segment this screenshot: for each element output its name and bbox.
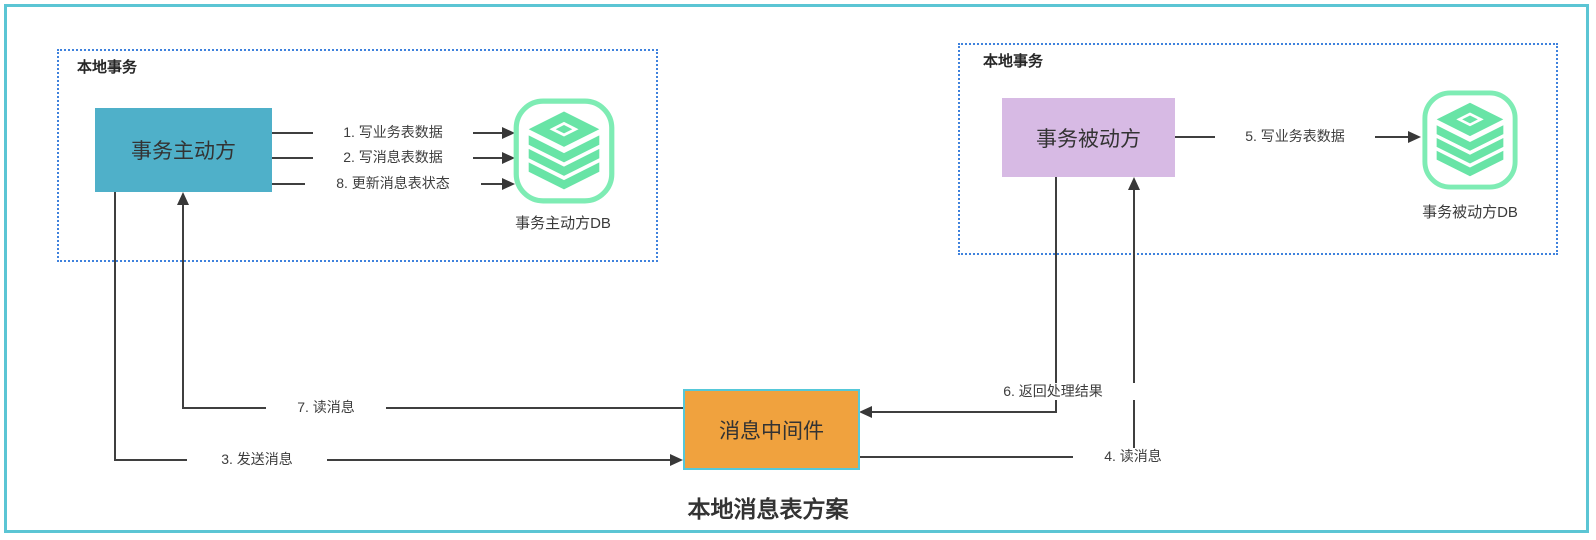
edge-2-label: 2. 写消息表数据 [313, 149, 473, 166]
flow-7-arrowhead [177, 192, 189, 205]
group-label-left: 本地事务 [77, 59, 138, 76]
flow-6-arrowhead [859, 406, 872, 418]
flow-7-line-vertical [182, 204, 184, 409]
flow-4-label: 4. 读消息 [1073, 448, 1193, 465]
node-transaction-passive-label: 事务被动方 [1036, 127, 1141, 151]
edge-5-label: 5. 写业务表数据 [1215, 128, 1375, 145]
flow-4-line-vertical [1133, 189, 1135, 458]
flow-3-line-horizontal [114, 459, 670, 461]
db-label-active: 事务主动方DB [515, 215, 611, 232]
flow-4-line-horizontal [860, 456, 1135, 458]
edge-5-arrowhead [1408, 131, 1421, 143]
flow-7-label: 7. 读消息 [266, 399, 386, 416]
diagram-title: 本地消息表方案 [687, 496, 849, 522]
flow-6-line-vertical [1055, 177, 1057, 413]
node-message-middleware[interactable]: 消息中间件 [683, 389, 860, 470]
flow-3-label: 3. 发送消息 [187, 451, 327, 468]
group-label-right: 本地事务 [983, 53, 1044, 70]
flow-4-arrowhead [1128, 177, 1140, 190]
edge-2-arrowhead [502, 152, 515, 164]
database-stack-icon-passive[interactable] [1420, 89, 1520, 196]
edge-8-label: 8. 更新消息表状态 [305, 175, 481, 192]
database-stack-icon-active[interactable] [512, 97, 616, 210]
node-transaction-active-label: 事务主动方 [131, 140, 236, 163]
edge-1-arrowhead [502, 127, 515, 139]
flow-3-arrowhead [670, 454, 683, 466]
flow-6-label: 6. 返回处理结果 [963, 383, 1143, 400]
node-message-middleware-label: 消息中间件 [719, 419, 824, 443]
node-transaction-passive[interactable]: 事务被动方 [1002, 98, 1175, 177]
node-transaction-active[interactable]: 事务主动方 [95, 108, 272, 192]
group-local-transaction-active[interactable] [57, 49, 658, 262]
flow-7-line-horizontal [182, 407, 683, 409]
flow-3-line-vertical [114, 192, 116, 460]
group-local-transaction-passive[interactable] [958, 43, 1558, 255]
flow-6-line-horizontal [872, 411, 1057, 413]
edge-1-label: 1. 写业务表数据 [313, 124, 473, 141]
edge-8-arrowhead [502, 178, 515, 190]
db-label-passive: 事务被动方DB [1422, 204, 1518, 221]
